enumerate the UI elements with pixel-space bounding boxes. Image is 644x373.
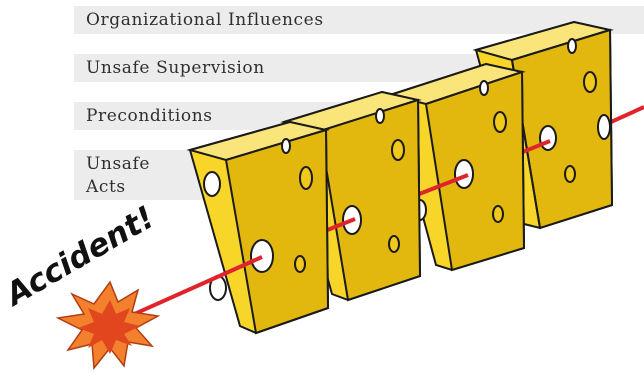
explosion-burst-icon [55, 280, 161, 370]
layer-label-text: Organizational Influences [86, 10, 324, 30]
layer-label-text-line1: Unsafe [86, 154, 151, 174]
cheese-slice-unsafe-acts-icon [186, 120, 330, 335]
layer-label-text: Unsafe Supervision [86, 58, 265, 78]
layer-label-text: Preconditions [86, 106, 213, 126]
layer-label-organizational-influences: Organizational Influences [74, 6, 644, 34]
layer-label-text-line2: Acts [86, 177, 126, 197]
layer-label-unsafe-supervision: Unsafe Supervision [74, 54, 504, 82]
